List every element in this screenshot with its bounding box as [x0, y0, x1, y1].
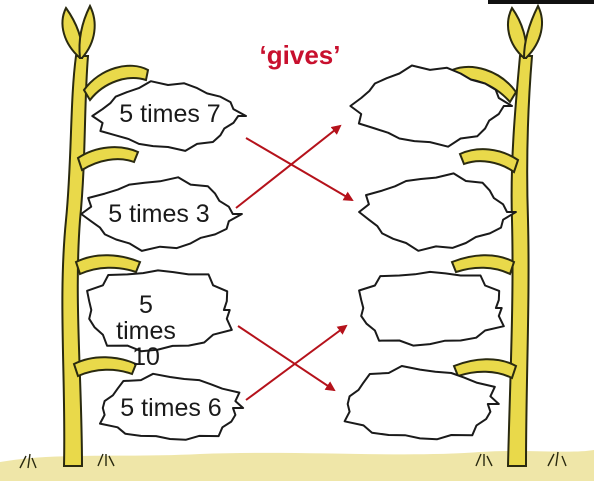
right-cloud-box-4 [345, 366, 499, 439]
arrow-2 [236, 126, 340, 208]
right-cloud-box-3 [359, 272, 504, 346]
left-plant-top-leaves [62, 6, 94, 58]
left-box-2-label: 5 times 3 [84, 201, 234, 227]
arrow-3 [238, 326, 334, 390]
right-clouds [345, 66, 516, 440]
arrow-layer [236, 126, 352, 400]
right-plant-top-leaves [508, 6, 542, 58]
corner-mark [488, 0, 594, 4]
left-box-3-label: 5 times 10 [108, 292, 184, 370]
left-box-1-label: 5 times 7 [100, 101, 240, 127]
gives-heading: ‘gives’ [240, 40, 360, 71]
left-box-4-label: 5 times 6 [100, 395, 242, 421]
ground [0, 450, 594, 481]
arrow-1 [246, 138, 352, 200]
right-cloud-box-2 [359, 173, 516, 250]
